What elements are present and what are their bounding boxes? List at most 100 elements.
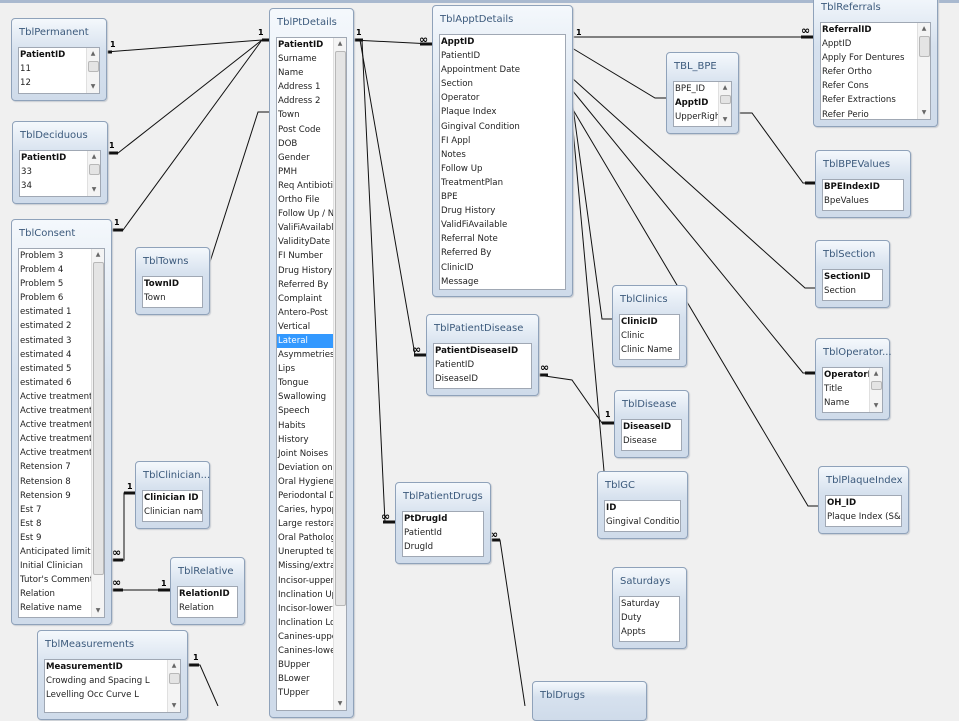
table-title[interactable]: TblMeasurements (45, 639, 135, 650)
field[interactable]: Lips (278, 364, 296, 375)
field[interactable]: Section (441, 79, 473, 90)
field[interactable]: Antero-Post (278, 307, 328, 318)
primary-key-field[interactable]: PatientID (20, 50, 66, 60)
relationship-line[interactable] (738, 112, 815, 185)
field[interactable]: Tutor's Comments: (20, 575, 92, 586)
field[interactable]: Vertical (278, 321, 311, 332)
table-title[interactable]: TblApptDetails (440, 14, 514, 25)
field[interactable]: PatientId (404, 528, 442, 539)
field[interactable]: Title (824, 384, 843, 395)
field[interactable]: Address 2 (278, 96, 321, 107)
field[interactable]: Message (441, 276, 479, 287)
scrollbar[interactable]: ▲▼ (167, 660, 180, 712)
field[interactable]: Active treatment2 (20, 406, 92, 417)
field[interactable]: Deviation on o (278, 462, 334, 473)
field[interactable]: Swallowing (278, 392, 327, 403)
relationship-line[interactable] (208, 111, 269, 266)
table-title[interactable]: TblReferrals (821, 2, 881, 13)
field[interactable]: Referred By (441, 248, 492, 259)
relationship-line[interactable] (107, 39, 263, 155)
field[interactable]: Speech (278, 406, 310, 417)
field[interactable]: Refer Perio (822, 109, 869, 120)
field[interactable]: PMH (278, 166, 298, 177)
field[interactable]: BPE (441, 192, 458, 203)
field[interactable]: Problem 3 (20, 251, 64, 261)
field[interactable]: 12 (20, 78, 31, 89)
relationship-line[interactable] (111, 491, 135, 562)
scroll-up-icon[interactable]: ▲ (921, 25, 927, 32)
scrollbar[interactable]: ▲▼ (718, 82, 731, 126)
table-title[interactable]: TblRelative (178, 566, 234, 577)
table-operator[interactable]: TblOperator...OperatorIdTitleName▲▼ (815, 338, 892, 420)
scrollbar-thumb[interactable] (919, 36, 930, 57)
field[interactable]: Active treatment1 (20, 391, 92, 402)
primary-key-field[interactable]: PtDrugId (404, 514, 448, 524)
field[interactable]: Follow Up / Ne (278, 209, 334, 220)
primary-key-field[interactable]: ClinicID (621, 317, 658, 327)
field[interactable]: Inclination Upp (278, 589, 334, 600)
scrollbar[interactable]: ▲▼ (91, 249, 104, 617)
field[interactable]: Plaque Index (S&L) (827, 512, 901, 523)
primary-key-field[interactable]: PatientID (21, 153, 67, 163)
table-title[interactable]: TblDrugs (540, 690, 585, 701)
scroll-up-icon[interactable]: ▲ (337, 40, 343, 47)
field[interactable]: Referral Note (441, 234, 498, 245)
primary-key-field[interactable]: ReferralID (822, 25, 872, 35)
field[interactable]: FI Number (278, 251, 323, 262)
field[interactable]: DrugId (404, 542, 434, 553)
table-title[interactable]: Saturdays (620, 576, 671, 587)
field[interactable]: Caries, hypopl (278, 505, 334, 516)
scroll-down-icon[interactable]: ▼ (722, 116, 728, 123)
table-drugs[interactable]: TblDrugs (532, 681, 647, 721)
relationship-line[interactable] (361, 39, 395, 524)
table-title[interactable]: TblPermanent (19, 27, 89, 38)
scrollbar-thumb[interactable] (93, 262, 104, 576)
field[interactable]: BpeValues (824, 196, 869, 207)
field-list[interactable]: Clinician ID Clinician name (142, 490, 203, 522)
field[interactable]: estimated 3 (20, 335, 72, 346)
field[interactable]: Lateral (277, 333, 334, 349)
scroll-up-icon[interactable]: ▲ (95, 251, 101, 258)
field[interactable]: Clinic Name (621, 345, 673, 356)
field[interactable]: Large restorat (278, 519, 334, 530)
field[interactable]: Notes (441, 149, 466, 160)
field[interactable]: Tongue (278, 378, 309, 389)
field[interactable]: 34 (21, 181, 32, 192)
scroll-up-icon[interactable]: ▲ (91, 153, 97, 160)
primary-key-field[interactable]: DiseaseID (623, 422, 672, 432)
field[interactable]: Drug History (278, 265, 333, 276)
table-title[interactable]: TblPtDetails (277, 17, 337, 28)
field[interactable]: Relative name (20, 603, 82, 614)
field[interactable]: Address 1 (278, 82, 321, 93)
scrollbar[interactable]: ▲▼ (87, 151, 100, 196)
scroll-down-icon[interactable]: ▼ (337, 700, 343, 707)
field[interactable]: Est 9 (20, 532, 42, 543)
relationship-line[interactable] (571, 47, 666, 99)
field[interactable]: Ortho File (278, 195, 320, 206)
primary-key-field[interactable]: BPEIndexID (824, 182, 880, 192)
field[interactable]: Clinician name (144, 507, 202, 518)
table-title[interactable]: TblDisease (622, 399, 677, 410)
relationship-line[interactable] (105, 38, 269, 54)
primary-key-field[interactable]: Clinician ID (144, 493, 199, 503)
field[interactable]: Active treatment5 (20, 448, 92, 459)
scroll-up-icon[interactable]: ▲ (722, 84, 728, 91)
field[interactable]: estimated 4 (20, 349, 72, 360)
table-title[interactable]: TblDeciduous (20, 130, 88, 141)
scrollbar[interactable]: ▲▼ (333, 38, 346, 710)
field[interactable]: ClinicID (441, 262, 474, 273)
primary-key-field[interactable]: ApptID (441, 37, 475, 47)
table-title[interactable]: TblBPEValues (823, 159, 891, 170)
field[interactable]: Relation (20, 589, 55, 600)
primary-key-field[interactable]: PatientID (278, 40, 324, 50)
